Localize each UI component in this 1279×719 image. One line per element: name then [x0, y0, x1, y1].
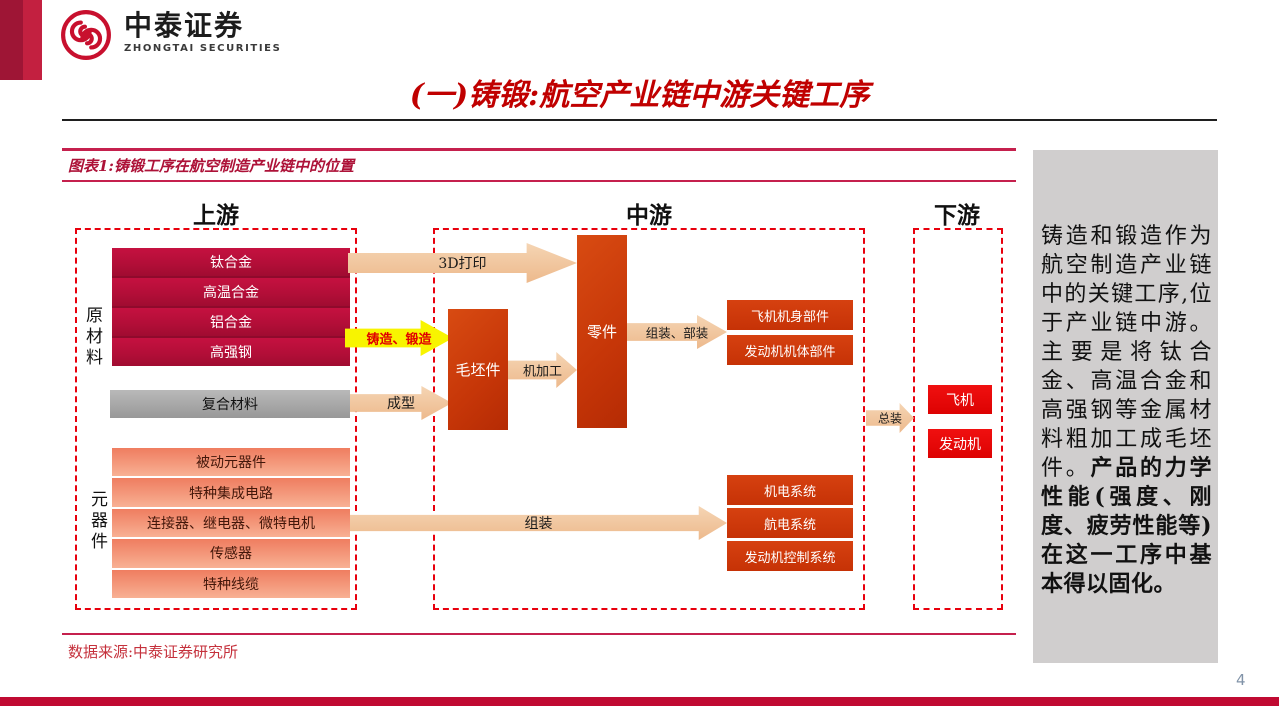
engine-control-system-box: 发动机控制系统	[727, 541, 853, 571]
material-item: 铝合金	[112, 308, 350, 336]
sidebar-text: 铸造和锻造作为航空制造产业链中的关键工序,位于产业链中游。主要是将钛合金、高温合…	[1041, 222, 1212, 599]
components-label: 元器件	[87, 490, 107, 553]
arrow-machining-label: 机加工	[522, 364, 562, 380]
arrow-casting-forging-label: 铸造、锻造	[366, 332, 432, 348]
arrow-final-assembly-label: 总装	[877, 411, 902, 426]
upstream-group-box	[75, 228, 357, 610]
title-divider	[62, 119, 1217, 121]
page-number: 4	[1236, 671, 1246, 689]
logo-name-zh: 中泰证券	[124, 9, 245, 42]
section-header-midstream: 中游	[626, 202, 672, 229]
figure-title: 图表1:铸锻工序在航空制造产业链中的位置	[68, 157, 354, 175]
sidebar-text-normal: 铸造和锻造作为航空制造产业链中的关键工序,位于产业链中游。主要是将钛合金、高温合…	[1041, 224, 1212, 481]
section-header-downstream: 下游	[934, 202, 980, 229]
midstream-group-box	[433, 228, 865, 610]
part-box: 零件	[577, 235, 627, 428]
logo: 中泰证券 ZHONGTAI SECURITIES	[60, 9, 281, 61]
source-text: 数据来源:中泰证券研究所	[68, 643, 239, 661]
material-item: 钛合金	[112, 248, 350, 276]
sidebar-text-bold: 产品的力学性能(强度、刚度、疲劳性能等)在这一工序中基本得以固化。	[1041, 455, 1212, 597]
materials-stack: 钛合金 高温合金 铝合金 高强钢	[112, 248, 350, 366]
engine-body-parts-box: 发动机机体部件	[727, 335, 853, 365]
corner-bar-dark	[0, 0, 23, 80]
engine-box: 发动机	[928, 429, 992, 458]
component-item: 传感器	[112, 539, 350, 568]
arrow-forming-label: 成型	[387, 396, 415, 412]
arrow-final-assembly: 总装	[866, 403, 914, 433]
avionics-system-box: 航电系统	[727, 508, 853, 538]
arrow-assembly-sub-label: 组装、部装	[645, 325, 709, 341]
corner-bar-light	[23, 0, 42, 80]
sidebar-commentary: 铸造和锻造作为航空制造产业链中的关键工序,位于产业链中游。主要是将钛合金、高温合…	[1033, 150, 1218, 663]
source-divider	[62, 633, 1016, 635]
material-item: 高强钢	[112, 338, 350, 366]
component-item: 特种集成电路	[112, 478, 350, 507]
arrow-assembly-label: 组装	[524, 516, 553, 532]
material-item: 高温合金	[112, 278, 350, 306]
logo-name-en: ZHONGTAI SECURITIES	[124, 43, 282, 54]
raw-materials-label: 原材料	[82, 306, 102, 369]
aircraft-body-parts-box: 飞机机身部件	[727, 300, 853, 330]
composite-material-box: 复合材料	[110, 390, 350, 418]
section-header-upstream: 上游	[193, 202, 239, 229]
figure-rule-top	[62, 148, 1016, 151]
page-title: (一)铸锻:航空产业链中游关键工序	[409, 78, 870, 113]
component-item: 被动元器件	[112, 448, 350, 477]
arrow-3d-printing-label: 3D打印	[438, 256, 487, 272]
electromechanical-system-box: 机电系统	[727, 475, 853, 505]
figure-rule-bottom	[62, 180, 1016, 182]
footer-bar	[0, 697, 1279, 706]
zhongtai-logo-icon	[61, 10, 111, 60]
blank-part-box: 毛坯件	[448, 309, 508, 430]
component-item: 特种线缆	[112, 569, 350, 599]
downstream-group-box	[913, 228, 1003, 610]
components-stack: 被动元器件 特种集成电路 连接器、继电器、微特电机 传感器 特种线缆	[112, 448, 350, 599]
aircraft-box: 飞机	[928, 385, 992, 414]
component-item: 连接器、继电器、微特电机	[112, 508, 350, 538]
